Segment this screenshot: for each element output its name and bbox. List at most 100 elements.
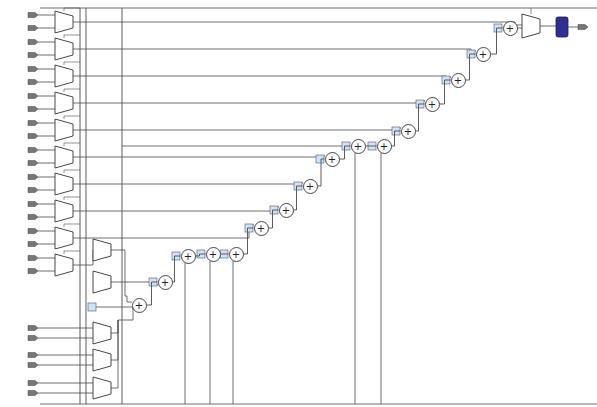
wire	[73, 225, 254, 238]
mux-symbol	[55, 65, 73, 87]
wire	[111, 250, 132, 302]
wire	[64, 224, 80, 227]
adder-symbol: +	[254, 221, 269, 236]
wire	[38, 338, 93, 339]
wire	[355, 153, 356, 404]
wire	[38, 177, 55, 178]
adder-circle: +	[254, 221, 269, 236]
wire	[73, 22, 522, 25]
wire	[38, 271, 55, 272]
port-symbol	[28, 94, 38, 99]
adder-symbol: +	[351, 139, 366, 154]
adder-symbol: +	[158, 275, 173, 290]
port-symbol	[28, 80, 38, 85]
adder-symbol: +	[451, 73, 466, 88]
mux-symbol	[93, 271, 111, 293]
adder-circle: +	[503, 21, 518, 36]
adder-circle-outline	[351, 139, 365, 153]
adder-symbol: +	[303, 179, 318, 194]
wire	[40, 404, 597, 405]
port-symbol	[28, 53, 38, 58]
adder-symbol: +	[325, 152, 340, 167]
adder-symbol: +	[279, 203, 294, 218]
wire	[210, 261, 211, 404]
adder-symbol: +	[206, 247, 221, 262]
wire	[111, 320, 118, 388]
port-symbol	[28, 353, 38, 358]
port-symbol	[28, 269, 38, 274]
wire	[38, 163, 55, 164]
adder-circle-outline	[325, 152, 339, 166]
wire	[64, 197, 80, 200]
wire	[38, 244, 55, 245]
port-symbol	[28, 336, 38, 341]
port-symbol	[28, 242, 38, 247]
wire	[38, 231, 55, 232]
port-symbol	[28, 26, 38, 31]
wire-connector	[221, 254, 229, 255]
port-symbol	[28, 202, 38, 207]
adder-circle-outline	[229, 247, 243, 261]
wire	[64, 143, 80, 146]
wire	[64, 116, 80, 119]
wire	[38, 365, 93, 366]
wire-connector	[147, 282, 158, 305]
wire	[73, 101, 425, 103]
output-buffer	[556, 17, 568, 37]
wire	[73, 49, 476, 51]
wire-connector	[392, 131, 401, 146]
wire	[73, 76, 451, 77]
mux-symbol	[93, 322, 111, 344]
wire-connector	[466, 54, 476, 80]
adder-symbol: +	[229, 247, 244, 262]
adder-circle-outline	[503, 21, 517, 35]
adder-symbol: +	[132, 298, 147, 313]
wire	[111, 320, 118, 333]
wire-connector	[416, 104, 425, 131]
register-symbol	[220, 250, 228, 258]
wire	[64, 8, 80, 11]
wire	[38, 355, 93, 356]
wire	[38, 190, 55, 191]
wire	[122, 8, 123, 404]
adder-circle-outline	[254, 221, 268, 235]
wire	[185, 263, 186, 404]
adder-circle-outline	[377, 139, 391, 153]
wire	[73, 183, 303, 184]
wire	[38, 258, 55, 259]
wire	[73, 156, 325, 157]
wire	[38, 136, 55, 137]
wire-connector	[491, 28, 503, 54]
adder-circle-outline	[181, 249, 195, 263]
wire-connector	[366, 146, 377, 147]
mux-symbol	[55, 92, 73, 114]
port-symbol	[28, 161, 38, 166]
port-symbol	[28, 107, 38, 112]
wire	[96, 307, 132, 308]
mux-symbol	[55, 38, 73, 60]
wire	[38, 150, 55, 151]
wire	[64, 170, 80, 173]
wire	[73, 207, 279, 211]
mux-symbol	[55, 254, 73, 276]
port-symbol	[28, 121, 38, 126]
mux-symbol	[55, 173, 73, 195]
port-symbol	[28, 391, 38, 396]
adder-circle-outline	[303, 179, 317, 193]
mux-symbol	[55, 200, 73, 222]
port-symbol	[28, 134, 38, 139]
mux-symbol	[522, 14, 540, 38]
adder-circle-outline	[476, 47, 490, 61]
wire-connector	[294, 186, 303, 210]
adder-circle: +	[303, 179, 318, 194]
adder-circle: +	[451, 73, 466, 88]
port-symbol	[28, 188, 38, 193]
wire	[86, 8, 87, 404]
mux-symbol	[55, 119, 73, 141]
adder-circle-outline	[451, 73, 465, 87]
wire-connector	[173, 256, 181, 282]
wire	[233, 261, 234, 404]
wire	[38, 55, 55, 56]
port-symbol	[28, 326, 38, 331]
adder-symbol: +	[181, 249, 196, 264]
